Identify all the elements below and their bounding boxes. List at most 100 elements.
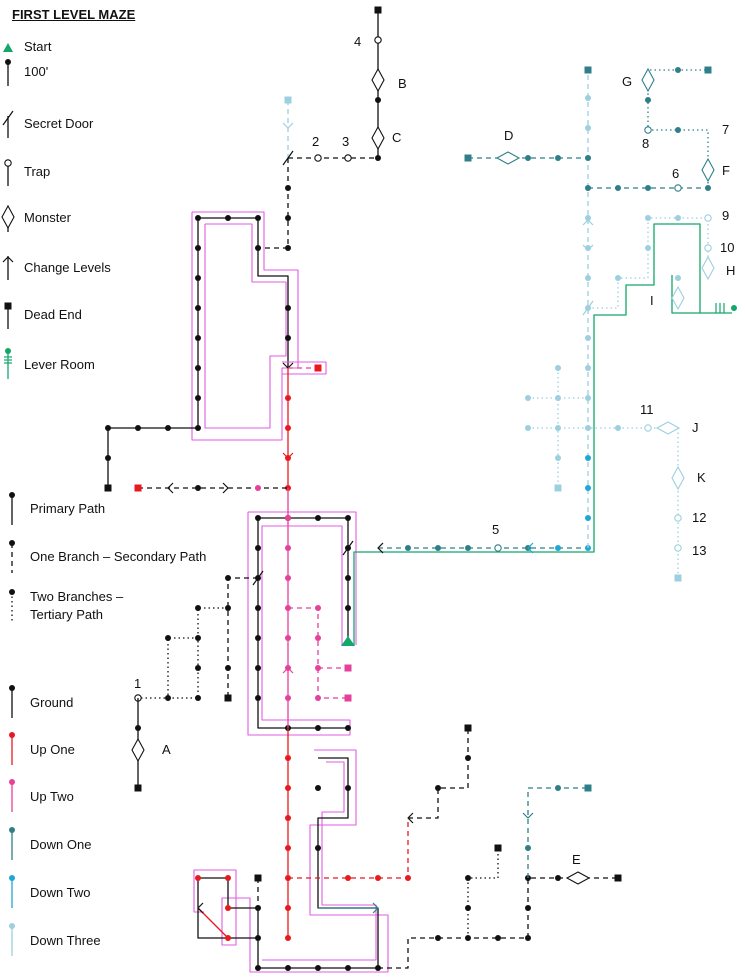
highlight-route bbox=[282, 361, 327, 375]
maze-path bbox=[258, 158, 289, 249]
node-dot bbox=[555, 875, 561, 881]
node-dot bbox=[285, 425, 291, 431]
trap-node bbox=[644, 126, 652, 134]
trap-node bbox=[344, 154, 352, 162]
legend-symbol-label: Dead End bbox=[24, 307, 82, 322]
start-icon bbox=[3, 43, 13, 52]
map-label: 13 bbox=[692, 543, 706, 558]
trap-node bbox=[674, 544, 682, 552]
node-dot bbox=[225, 905, 231, 911]
dead-end-node bbox=[134, 784, 142, 792]
map-label: 6 bbox=[672, 166, 679, 181]
node-dot bbox=[195, 305, 201, 311]
node-dot bbox=[195, 635, 201, 641]
maze-path bbox=[288, 607, 348, 699]
node-dot bbox=[195, 605, 201, 611]
node-dot bbox=[285, 245, 291, 251]
node-dot bbox=[525, 155, 531, 161]
node-dot bbox=[345, 965, 351, 971]
node-dot bbox=[375, 155, 381, 161]
change-level-arrow bbox=[527, 542, 534, 554]
node-dot bbox=[105, 425, 111, 431]
highlight-route bbox=[248, 511, 357, 645]
trap-node bbox=[674, 184, 682, 192]
monster-node bbox=[641, 67, 655, 93]
node-dot bbox=[585, 365, 591, 371]
legend-level-label: Down One bbox=[30, 837, 91, 852]
secret-door-node bbox=[2, 110, 14, 126]
dead-end-node bbox=[494, 844, 502, 852]
dead-end-node bbox=[344, 664, 352, 672]
map-label: I bbox=[650, 293, 654, 308]
node-dot bbox=[285, 785, 291, 791]
trap-node bbox=[704, 244, 712, 252]
dead-end-node bbox=[674, 574, 682, 582]
node-dot bbox=[315, 725, 321, 731]
map-label: 7 bbox=[722, 122, 729, 137]
legend-symbol-label: Start bbox=[24, 39, 52, 54]
node-dot bbox=[315, 965, 321, 971]
node-dot bbox=[465, 875, 471, 881]
maze-path bbox=[588, 217, 709, 309]
legend-level-label: Up One bbox=[30, 742, 75, 757]
node-dot bbox=[615, 275, 621, 281]
trap-node bbox=[644, 424, 652, 432]
node-dot bbox=[225, 215, 231, 221]
node-dot bbox=[255, 605, 261, 611]
node-dot bbox=[255, 485, 261, 491]
node-dot bbox=[315, 785, 321, 791]
change-level-arrow bbox=[377, 542, 384, 554]
node-dot bbox=[285, 755, 291, 761]
node-dot bbox=[555, 455, 561, 461]
node-dot bbox=[645, 97, 651, 103]
node-dot bbox=[285, 545, 291, 551]
node-dot bbox=[435, 935, 441, 941]
map-label: G bbox=[622, 74, 632, 89]
node-dot bbox=[585, 215, 591, 221]
monster-node bbox=[1, 204, 15, 230]
node-dot bbox=[675, 275, 681, 281]
change-level-arrow bbox=[167, 482, 174, 494]
dead-end-node bbox=[134, 484, 142, 492]
dead-end-node bbox=[554, 484, 562, 492]
node-dot bbox=[195, 665, 201, 671]
node-dot bbox=[525, 425, 531, 431]
lever-room-icon bbox=[5, 348, 11, 354]
maze-path bbox=[257, 518, 348, 729]
legend-symbol-label: Monster bbox=[24, 210, 72, 225]
node-dot bbox=[645, 185, 651, 191]
monster-node bbox=[371, 67, 385, 93]
node-dot bbox=[345, 605, 351, 611]
change-level-arrow bbox=[372, 902, 379, 914]
node-dot bbox=[645, 215, 651, 221]
trap-node bbox=[494, 544, 502, 552]
dead-end-node bbox=[704, 66, 712, 74]
node-dot bbox=[285, 185, 291, 191]
node-dot bbox=[195, 395, 201, 401]
map-label: 9 bbox=[722, 208, 729, 223]
node-dot bbox=[585, 455, 591, 461]
node-dot bbox=[675, 127, 681, 133]
map-label: F bbox=[722, 163, 730, 178]
node-dot bbox=[315, 695, 321, 701]
node-dot bbox=[195, 275, 201, 281]
dead-end-node bbox=[4, 302, 12, 310]
node-dot bbox=[195, 215, 201, 221]
node-dot bbox=[315, 515, 321, 521]
node-dot bbox=[285, 965, 291, 971]
lever-room-node bbox=[731, 305, 737, 311]
map-label: 11 bbox=[640, 402, 654, 417]
dead-end-node bbox=[374, 6, 382, 14]
node-dot bbox=[525, 905, 531, 911]
node-dot bbox=[285, 215, 291, 221]
dead-end-node bbox=[344, 694, 352, 702]
change-level-arrow bbox=[282, 667, 294, 674]
node-dot bbox=[315, 845, 321, 851]
node-dot bbox=[255, 635, 261, 641]
monster-node bbox=[671, 465, 685, 491]
dead-end-node bbox=[614, 874, 622, 882]
node-dot bbox=[105, 455, 111, 461]
node-dot bbox=[405, 875, 411, 881]
node-dot bbox=[315, 635, 321, 641]
node-dot bbox=[435, 545, 441, 551]
